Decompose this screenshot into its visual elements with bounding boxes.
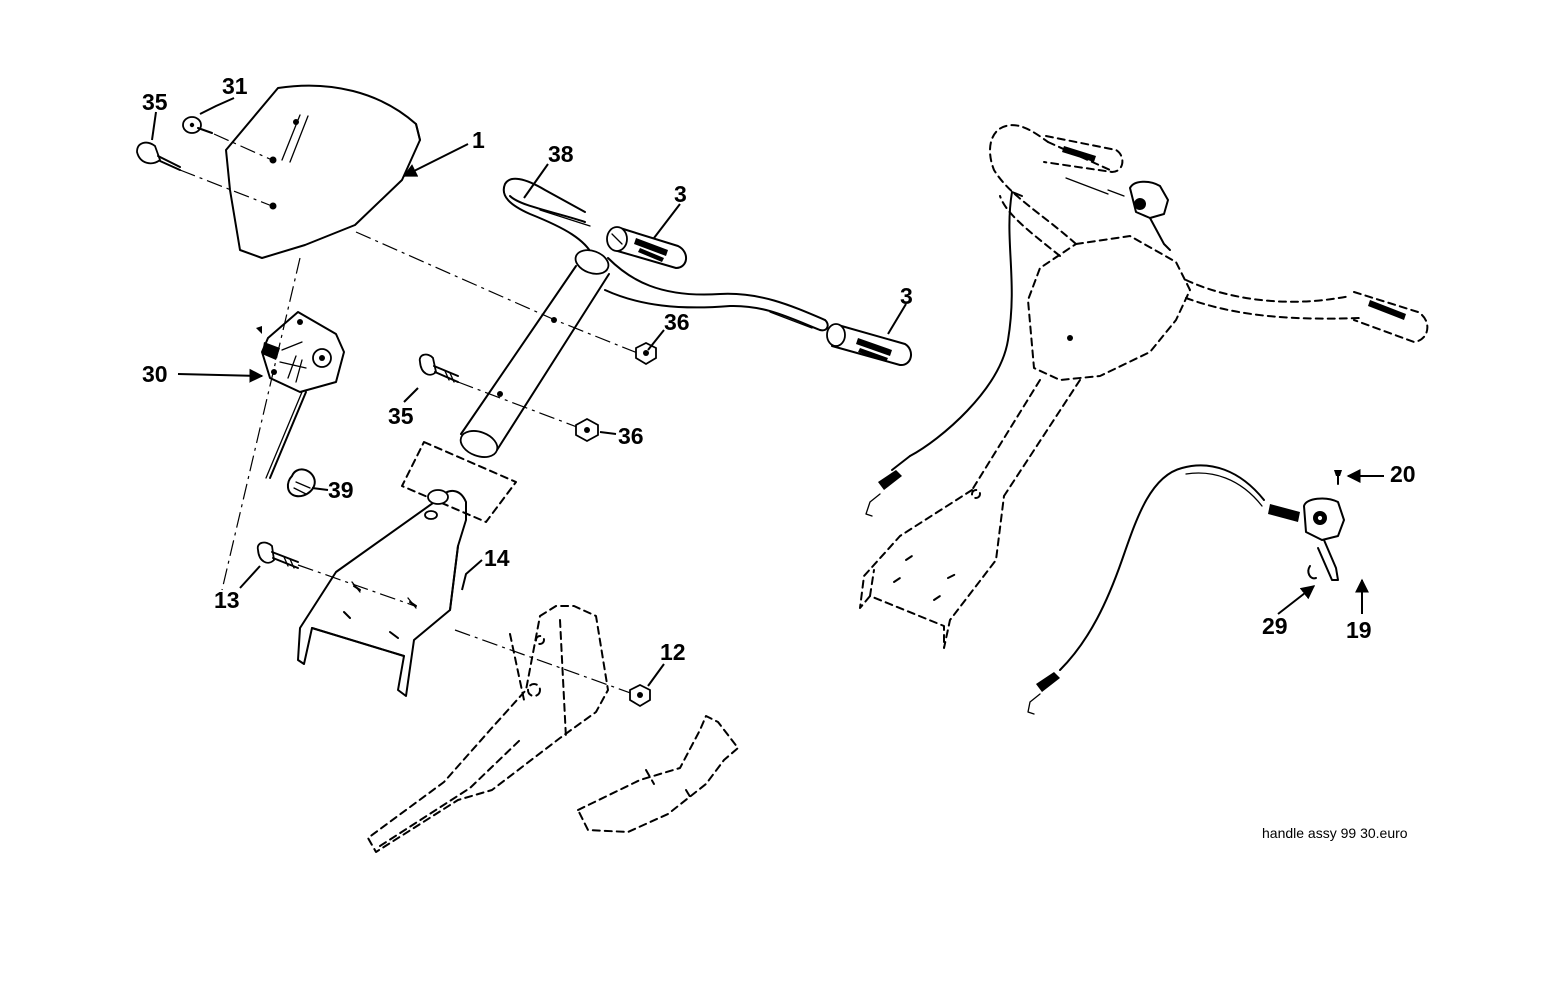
handlebar bbox=[459, 177, 829, 458]
bracket-30 bbox=[256, 311, 345, 479]
centerline-screw bbox=[213, 133, 273, 161]
bolt-35-top bbox=[136, 141, 181, 171]
callout-12: 12 bbox=[660, 639, 686, 665]
clip-39 bbox=[286, 468, 316, 498]
assembled-handle bbox=[859, 124, 1429, 649]
callout-14: 14 bbox=[484, 545, 510, 571]
diagram-caption: handle assy 99 30.euro bbox=[1262, 825, 1408, 841]
callout-35a: 35 bbox=[142, 89, 168, 115]
hidden-frame-left bbox=[367, 605, 609, 853]
callout-31: 31 bbox=[222, 73, 248, 99]
callout-36a: 36 bbox=[664, 309, 690, 335]
callout-39: 39 bbox=[328, 477, 354, 503]
callout-leaders bbox=[151, 97, 1384, 687]
callout-30: 30 bbox=[142, 361, 168, 387]
callout-20: 20 bbox=[1390, 461, 1416, 487]
grip-lower bbox=[826, 323, 912, 366]
mount-bracket-14 bbox=[297, 489, 467, 697]
handle-panel bbox=[225, 84, 421, 259]
centerline-bolt-mid bbox=[457, 381, 586, 431]
control-lever-19 bbox=[1027, 464, 1345, 715]
callout-35b: 35 bbox=[388, 403, 414, 429]
centerline-bolt bbox=[179, 169, 273, 207]
centerline-bracket-nut bbox=[454, 629, 651, 701]
nut-12 bbox=[629, 683, 651, 708]
callout-3a: 3 bbox=[674, 181, 687, 207]
centerline-bolt-lower bbox=[297, 564, 416, 607]
nut-36-lower bbox=[575, 417, 599, 443]
bolt-35-mid bbox=[418, 353, 459, 383]
callout-13: 13 bbox=[214, 587, 240, 613]
callout-1: 1 bbox=[472, 127, 485, 153]
grip-upper bbox=[606, 226, 687, 269]
callout-36b: 36 bbox=[618, 423, 644, 449]
callout-29: 29 bbox=[1262, 613, 1288, 639]
nut-36-upper bbox=[635, 341, 657, 366]
callout-labels: 1 3 3 12 13 14 19 20 29 30 31 35 35 36 3… bbox=[142, 73, 1416, 665]
hidden-tube-outline bbox=[401, 441, 517, 523]
hidden-plate-left bbox=[577, 715, 739, 833]
callout-19: 19 bbox=[1346, 617, 1372, 643]
centerline-panel-bracket bbox=[221, 257, 301, 591]
callout-38: 38 bbox=[548, 141, 574, 167]
callout-3b: 3 bbox=[900, 283, 913, 309]
screw-31 bbox=[182, 116, 213, 134]
bolt-13 bbox=[256, 541, 299, 569]
